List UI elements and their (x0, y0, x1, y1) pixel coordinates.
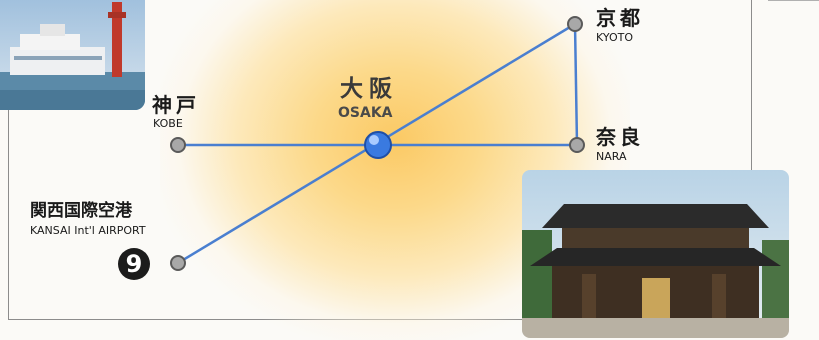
frame-edge (768, 0, 819, 7)
kobe-label-en: KOBE (153, 117, 183, 130)
nara-label-jp: 奈良 (596, 125, 644, 149)
nara-label-en: NARA (596, 150, 627, 163)
kyoto-node (567, 16, 583, 32)
osaka-label-en: OSAKA (338, 105, 393, 121)
osaka-hub-shine (369, 135, 379, 145)
kyoto-label-en: KYOTO (596, 31, 633, 44)
kobe-node (170, 137, 186, 153)
kobe-port-photo (0, 0, 145, 110)
kyoto-label-jp: 京都 (596, 6, 644, 30)
kobe-label-jp: 神戸 (152, 93, 200, 117)
station-nodes (170, 16, 585, 271)
kansai-label-en: KANSAI Int'l AIRPORT (30, 224, 146, 237)
osaka-hub (364, 131, 392, 159)
todaiji-temple-photo (522, 170, 789, 338)
route-number-badge: 9 (118, 248, 150, 280)
kansai-node (170, 255, 186, 271)
kyoto-nara-route (573, 23, 579, 146)
kansai-label-jp: 関西国際空港 (30, 201, 132, 221)
osaka-label-jp: 大阪 (340, 76, 398, 102)
nara-node (569, 137, 585, 153)
